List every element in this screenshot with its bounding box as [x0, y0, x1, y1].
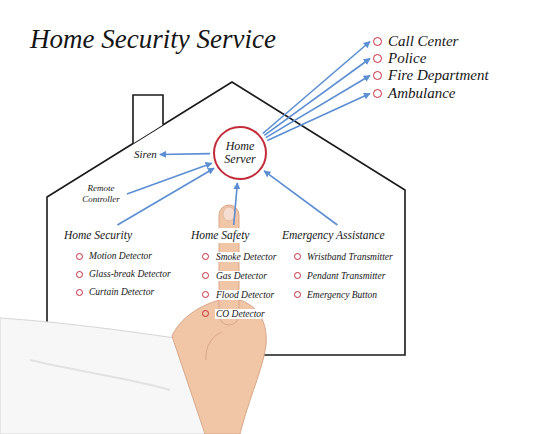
sleeve-fold [30, 360, 170, 390]
arrow-connector [264, 59, 370, 136]
arrow-connector [127, 163, 212, 194]
fingernail [223, 207, 235, 221]
group-heading: Home Safety [190, 228, 277, 243]
group-item-row: Emergency Button [282, 285, 393, 304]
arrow-connector [234, 183, 238, 225]
destination-item: Ambulance [373, 85, 455, 102]
bullet-ring [373, 89, 382, 98]
destination-item: Police [373, 50, 426, 67]
server-label: Home Server [218, 140, 262, 166]
group-item-row: Glass-break Detector [64, 265, 171, 283]
group-item: Gas Detector [215, 271, 268, 281]
destination-label: Fire Department [388, 67, 489, 84]
bullet-ring [202, 310, 209, 317]
group-item-row: Motion Detector [64, 247, 171, 265]
arrow-connector [264, 171, 337, 225]
group-heading: Home Security [64, 228, 171, 243]
group-item-row: CO Detector [190, 304, 277, 323]
bullet-ring [373, 54, 382, 63]
group-item: Pendant Transmitter [307, 271, 385, 281]
destination-label: Ambulance [388, 85, 455, 102]
bullet-ring [294, 253, 301, 260]
group-item: Smoke Detector [215, 252, 277, 262]
group-item: Curtain Detector [89, 287, 154, 297]
group-item: Flood Detector [215, 290, 275, 300]
device-label-text: Siren [134, 148, 157, 161]
arrow-connector [117, 168, 214, 225]
group-item: CO Detector [215, 309, 266, 319]
group-heading: Emergency Assistance [282, 228, 393, 243]
bullet-ring [294, 272, 301, 279]
group-item-row: Flood Detector [190, 285, 277, 304]
arrow-connector [266, 76, 370, 138]
bullet-ring [76, 271, 83, 278]
arrow-connector [263, 42, 370, 134]
sensor-group: Home SafetySmoke DetectorGas DetectorFlo… [190, 228, 277, 323]
bullet-ring [373, 37, 382, 46]
diagram-title: Home Security Service [30, 24, 276, 55]
sensor-group: Home SecurityMotion DetectorGlass-break … [64, 228, 171, 301]
pointing-finger [219, 205, 239, 325]
bullet-ring [373, 71, 382, 80]
arrow-connector [160, 153, 210, 155]
bullet-ring [76, 253, 83, 260]
bullet-ring [202, 291, 209, 298]
sensor-group: Emergency AssistanceWristband Transmitte… [282, 228, 393, 304]
destination-label: Call Center [388, 33, 458, 50]
hand [172, 300, 266, 434]
server-circle: Home Server [213, 126, 267, 180]
bullet-ring [294, 291, 301, 298]
bullet-ring [202, 272, 209, 279]
group-item: Glass-break Detector [89, 269, 171, 279]
device-label: Remote Controller [78, 183, 124, 205]
group-item-row: Wristband Transmitter [282, 247, 393, 266]
house-outline [47, 82, 405, 355]
destination-label: Police [388, 50, 426, 67]
device-label: Siren [134, 148, 157, 161]
group-item-row: Curtain Detector [64, 283, 171, 301]
group-item: Wristband Transmitter [307, 252, 393, 262]
group-item: Motion Detector [89, 251, 152, 261]
bullet-ring [76, 289, 83, 296]
group-item-row: Gas Detector [190, 266, 277, 285]
arrow-connector [267, 94, 370, 141]
chimney [133, 95, 163, 144]
group-item-row: Smoke Detector [190, 247, 277, 266]
device-label-text: Remote Controller [78, 183, 124, 205]
destination-item: Call Center [373, 33, 458, 50]
group-item: Emergency Button [307, 290, 377, 300]
destination-item: Fire Department [373, 67, 489, 84]
bullet-ring [202, 253, 209, 260]
knuckle-line [206, 332, 222, 360]
group-item-row: Pendant Transmitter [282, 266, 393, 285]
